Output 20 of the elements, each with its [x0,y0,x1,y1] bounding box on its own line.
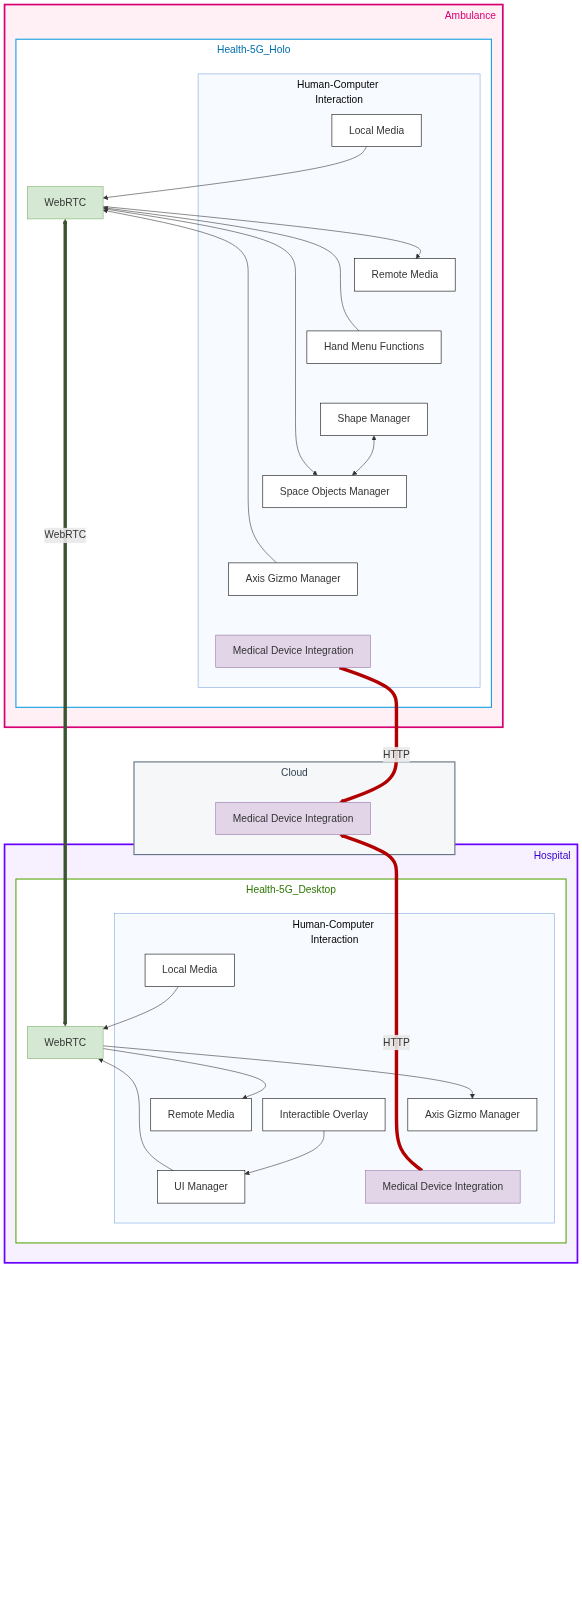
node-box: WebRTC [27,1026,104,1059]
node-box: Medical Device Integration [365,1170,521,1204]
node-box: Space Objects Manager [262,475,407,509]
node-box: Shape Manager [320,402,428,436]
node-box: Remote Media [150,1098,252,1132]
node-box: Local Media [144,953,235,987]
arrow [62,218,68,1027]
node-box: Hand Menu Functions [306,330,442,364]
node-box: Local Media [331,114,422,147]
node-box: Axis Gizmo Manager [407,1098,538,1132]
node-box: Axis Gizmo Manager [228,562,358,596]
node-box: WebRTC [27,186,104,220]
node-box: Medical Device Integration [215,802,371,835]
node-box: Interactible Overlay [262,1098,386,1132]
node-box: Medical Device Integration [215,634,371,668]
edge-label: HTTP [383,1036,410,1048]
node-box: Remote Media [354,258,456,292]
node-box: UI Manager [157,1170,246,1204]
edge-label: HTTP [383,748,410,761]
edge-label: WebRTC [44,529,87,541]
